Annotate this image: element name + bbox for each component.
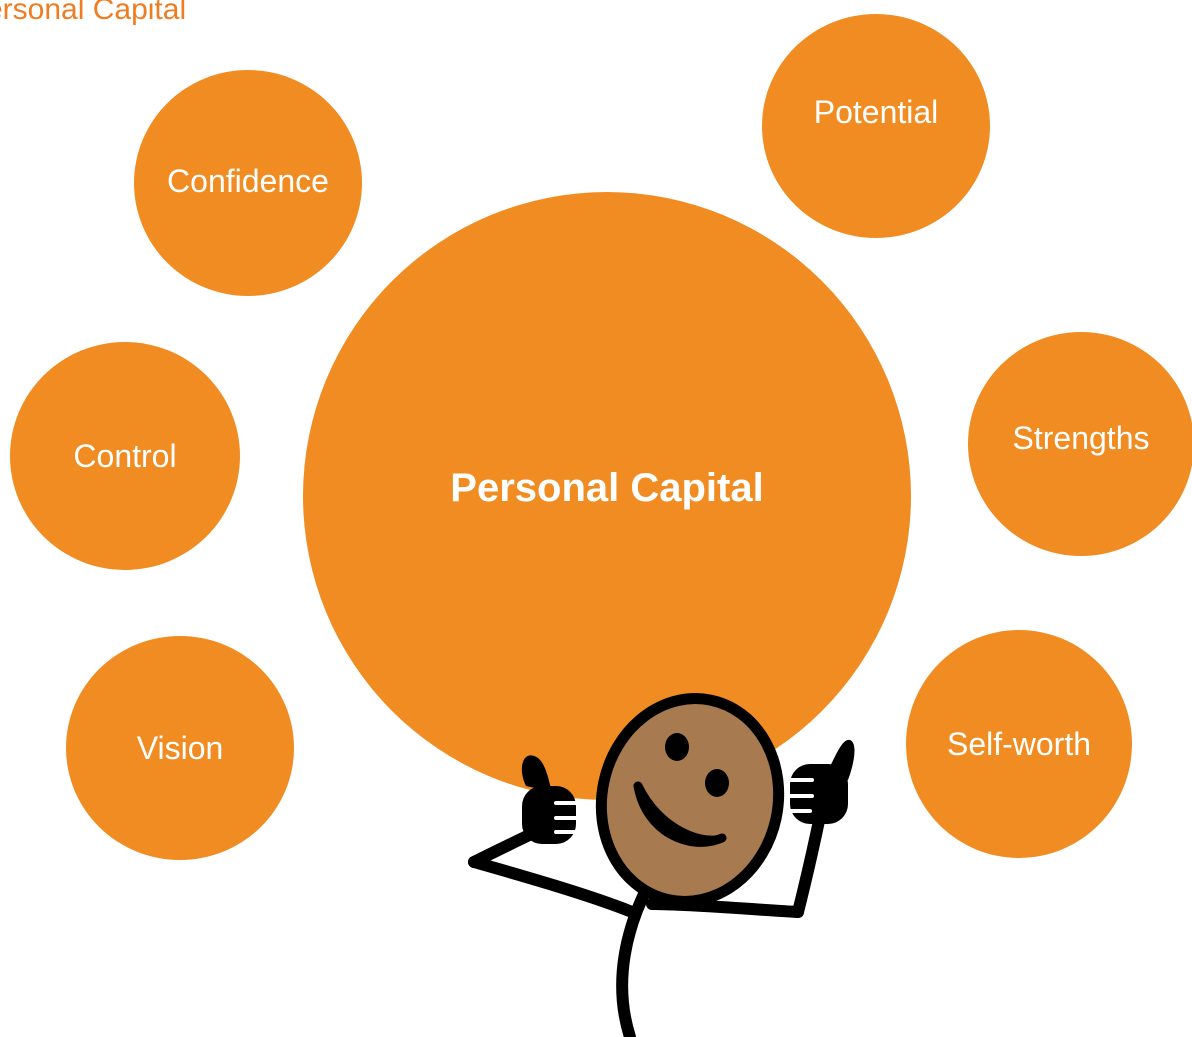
- confidence-label: Confidence: [167, 163, 329, 199]
- personal-capital-label: Personal Capital: [450, 466, 764, 510]
- vision-bubble: Vision: [66, 636, 294, 860]
- potential-bubble: Potential: [762, 14, 990, 238]
- vision-label: Vision: [136, 730, 224, 766]
- page-title: ersonal Capital: [0, 0, 187, 26]
- control-bubble: Control: [10, 342, 240, 570]
- strengths-bubble: Strengths: [968, 332, 1192, 556]
- personal-capital-bubble: Personal Capital: [303, 192, 911, 800]
- control-label: Control: [73, 438, 177, 474]
- self-worth-label: Self-worth: [946, 726, 1092, 762]
- self-worth-bubble: Self-worth: [906, 630, 1132, 858]
- confidence-bubble: Confidence: [134, 70, 362, 296]
- potential-label: Potential: [813, 94, 939, 130]
- strengths-label: Strengths: [1012, 420, 1150, 456]
